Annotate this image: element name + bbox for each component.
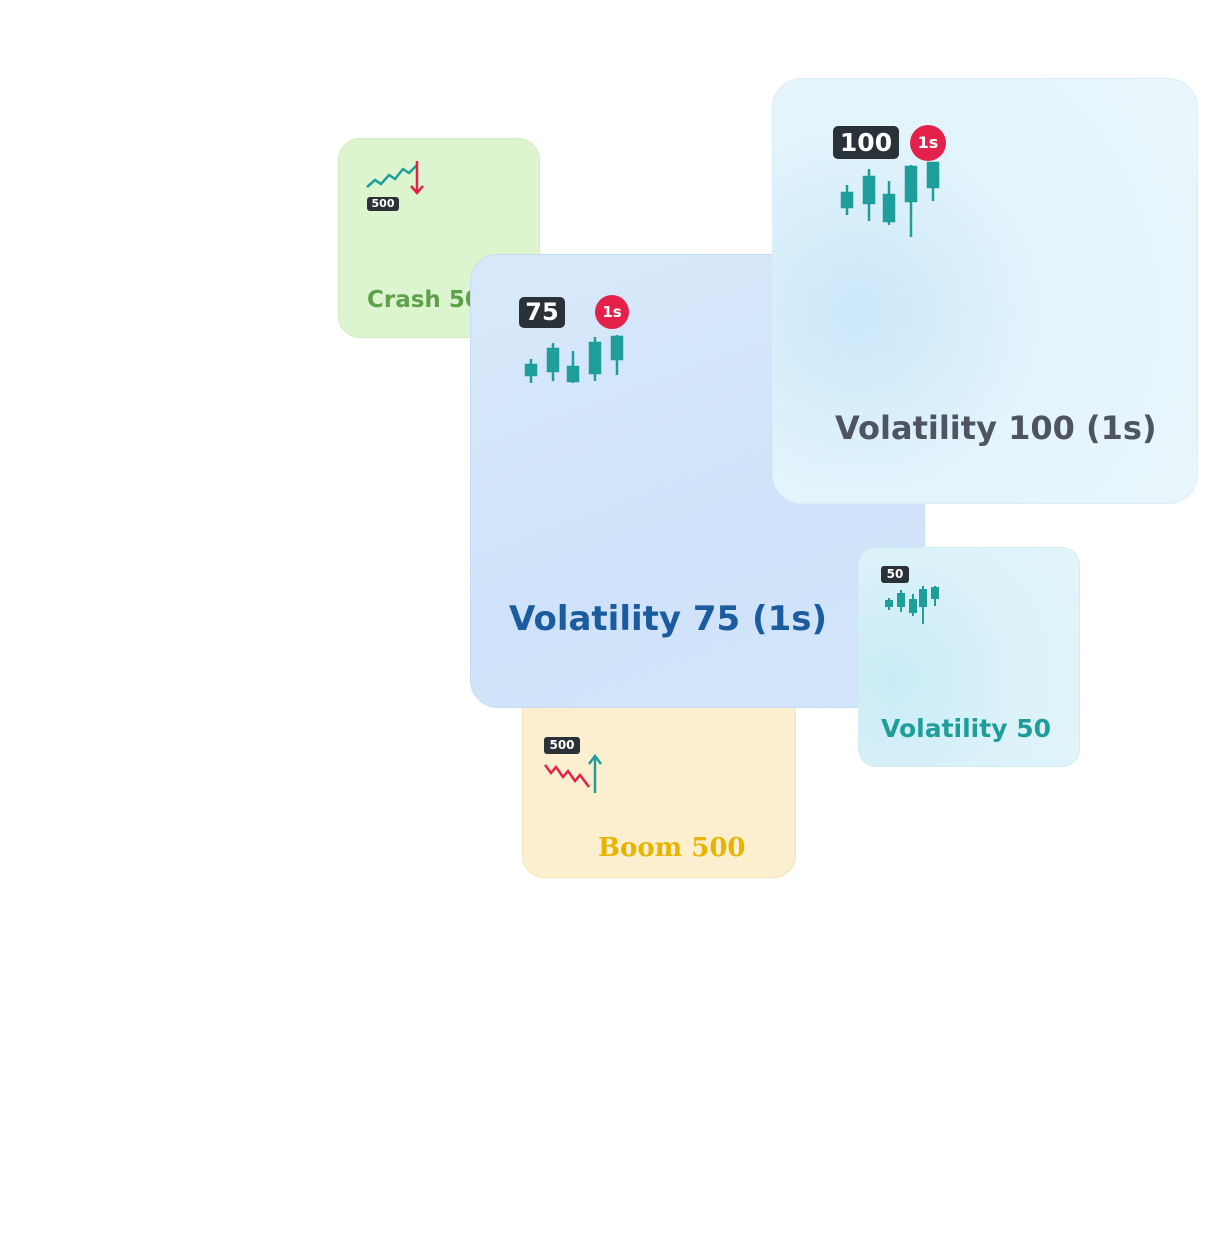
volatility-50-card[interactable]: 50 Volatility 50 (858, 547, 1080, 767)
crash-badge: 500 (367, 197, 399, 211)
vol100-tick-badge: 1s (910, 125, 946, 161)
boom-label: Boom 500 (598, 833, 746, 863)
boom-chart-icon (544, 753, 602, 793)
candlestick-icon (885, 586, 939, 624)
candlestick-icon (524, 335, 624, 383)
vol75-label: Volatility 75 (1s) (509, 599, 828, 639)
boom-500-card[interactable]: 500 Boom 500 (522, 690, 796, 878)
vol50-badge: 50 (881, 566, 909, 583)
vol75-badge: 75 (519, 297, 565, 328)
vol100-badge: 100 (833, 126, 899, 159)
volatility-100-card[interactable]: 100 1s Volatility 100 (1s) (772, 78, 1198, 504)
crash-chart-icon (366, 161, 424, 195)
candlestick-icon (840, 161, 940, 237)
vol100-label: Volatility 100 (1s) (835, 409, 1157, 447)
boom-badge: 500 (544, 737, 580, 754)
vol50-label: Volatility 50 (881, 714, 1051, 743)
vol75-tick-badge: 1s (595, 295, 629, 329)
